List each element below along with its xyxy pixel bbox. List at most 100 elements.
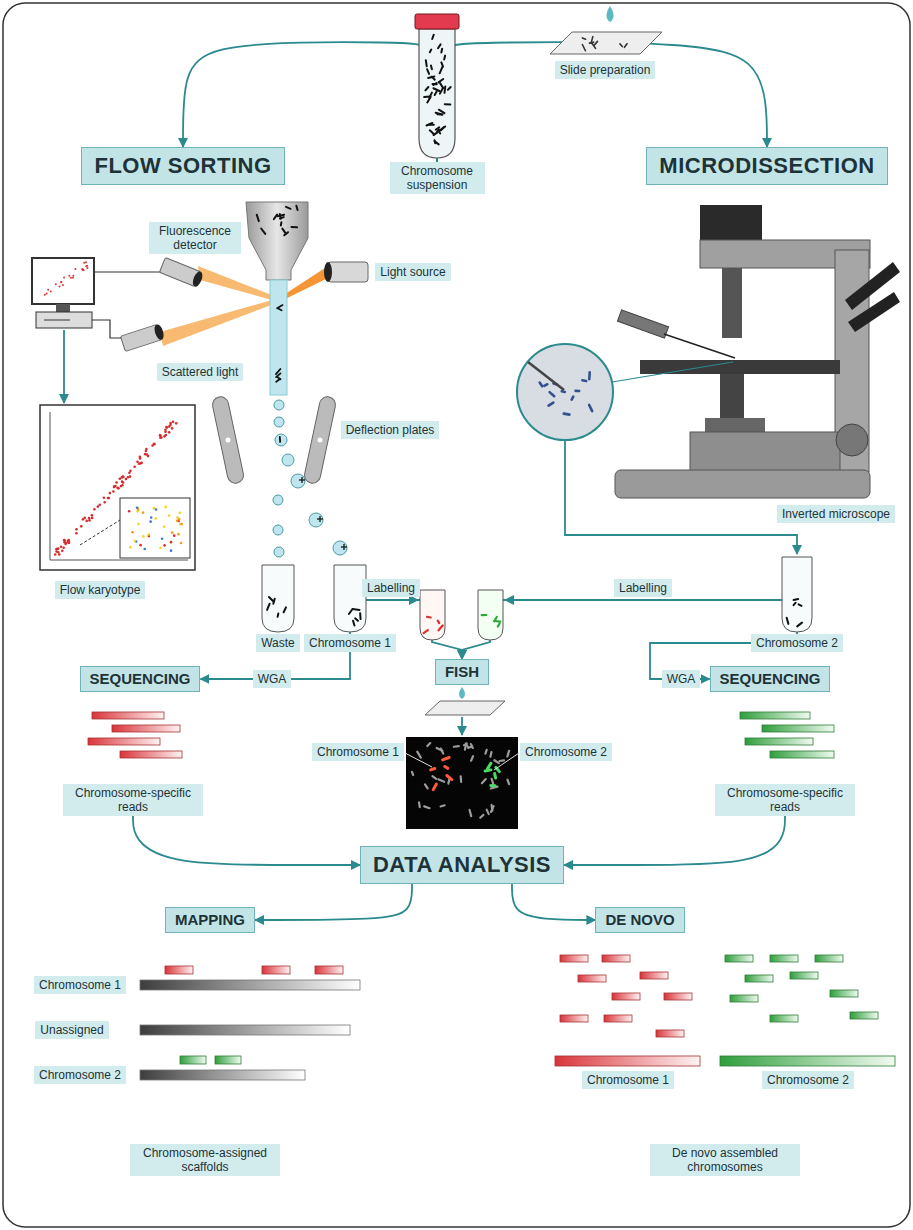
data-dot <box>139 544 142 547</box>
chromosome-mark <box>460 776 463 782</box>
data-dot <box>147 455 150 458</box>
data-dot <box>125 478 128 481</box>
data-dot <box>121 476 124 479</box>
data-dot <box>168 425 171 428</box>
data-dot <box>98 504 101 507</box>
chromosome-mark <box>437 748 443 751</box>
data-dot <box>168 431 171 434</box>
data-dot <box>164 506 167 509</box>
data-dot <box>68 275 70 277</box>
focus-knob <box>836 424 868 456</box>
data-dot <box>55 283 57 285</box>
lamp-housing <box>700 205 762 241</box>
data-dot <box>160 436 163 439</box>
scaffold-bar <box>140 980 360 990</box>
tube-label: Waste <box>256 634 300 652</box>
fluorescence-detector <box>159 257 204 288</box>
chromosome-mark <box>267 604 270 610</box>
chromosome-mark <box>485 770 491 771</box>
data-dot <box>93 508 96 511</box>
chromosome-mark <box>353 608 360 611</box>
droplet <box>273 495 283 505</box>
data-dot <box>62 546 65 549</box>
droplet <box>309 513 323 527</box>
eyepiece <box>848 292 900 332</box>
chromosome-mark <box>441 805 445 806</box>
data-dot <box>61 549 64 552</box>
data-dot <box>180 523 183 526</box>
data-dot <box>149 520 152 523</box>
data-dot <box>175 422 178 425</box>
zoom-pointer <box>612 362 733 382</box>
glass-needle <box>528 362 564 390</box>
data-dot <box>60 545 63 548</box>
data-dot <box>139 457 142 460</box>
chromosome-mark <box>282 229 285 234</box>
figure-frame <box>3 3 910 1227</box>
row-label: Chromosome 2 <box>34 1066 126 1084</box>
chromosome-mark <box>493 773 497 778</box>
node-text: MICRODISSECTION <box>659 153 874 179</box>
chromosome-mark <box>507 751 509 757</box>
data-dot <box>83 262 85 264</box>
condenser <box>722 268 742 338</box>
label-box: Chromosome-specific reads <box>63 784 203 816</box>
node-text: Slide preparation <box>560 63 651 77</box>
data-dot <box>147 533 150 536</box>
chromosome-mark <box>498 623 500 626</box>
data-dot <box>55 548 58 551</box>
data-dot <box>85 520 88 523</box>
chromosome-mark <box>432 83 436 85</box>
chromosome-mark <box>445 103 451 105</box>
data-dot <box>116 486 119 489</box>
chromosome-mark <box>439 625 443 630</box>
data-dot <box>168 514 171 517</box>
label-box: Inverted microscope <box>777 505 895 523</box>
step-heading: MAPPING <box>165 907 255 933</box>
chromosome-mark <box>280 222 283 225</box>
chromosome-mark <box>349 609 352 614</box>
chromosome-mark <box>425 87 428 90</box>
data-dot <box>63 277 65 279</box>
chromosome-mark <box>564 412 570 416</box>
result-label: Chromosome-assigned scaffolds <box>130 1144 280 1176</box>
data-dot <box>180 542 183 545</box>
label-box: Slide preparation <box>555 61 656 79</box>
chromosome-mark <box>427 616 431 619</box>
collection-tube <box>334 565 366 632</box>
label-box: Chromosome suspension <box>390 162 485 194</box>
chromosome-mark <box>276 379 279 381</box>
tube-label: Chromosome 2 <box>751 634 843 652</box>
data-dot <box>109 492 112 495</box>
data-dot <box>150 516 153 519</box>
data-dot <box>128 471 131 474</box>
chromosome-mark <box>591 37 593 44</box>
droplet <box>274 417 284 427</box>
label-box: Scattered light <box>157 363 244 381</box>
data-dot <box>91 517 94 520</box>
nosepiece <box>705 418 765 432</box>
data-dot <box>145 448 148 451</box>
zoom-inset <box>517 344 613 440</box>
step-heading: SEQUENCING <box>80 666 201 692</box>
node-text: Chromosome 2 <box>525 745 607 759</box>
microscope-body <box>690 432 840 472</box>
objective <box>720 374 744 419</box>
microscope-base <box>615 470 870 498</box>
droplet <box>273 525 283 535</box>
data-dot <box>60 281 62 283</box>
chromosome-mark <box>439 110 445 113</box>
chromosome-mark <box>359 613 361 619</box>
chromosome-mark <box>418 802 421 807</box>
chromosome-marks <box>582 37 627 51</box>
read-bar <box>745 975 773 982</box>
chromosome-mark <box>500 759 504 762</box>
node-text: Chromosome 1 <box>317 745 399 759</box>
node-text: Chromosome 2 <box>756 636 838 650</box>
transfer-arrow <box>565 440 797 554</box>
chromosome-mark <box>549 403 554 406</box>
chromosome-mark <box>412 772 413 775</box>
glass-slide <box>425 701 505 715</box>
chromosome-mark <box>430 50 432 53</box>
